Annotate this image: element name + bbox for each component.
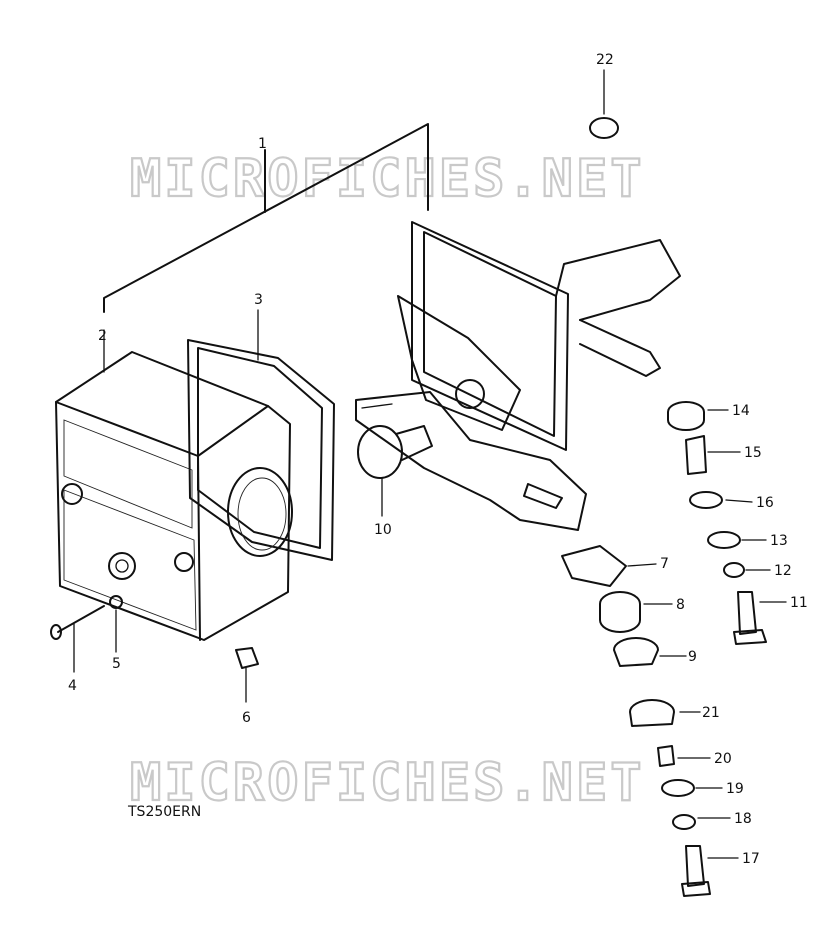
callout-1: 1 xyxy=(258,136,267,152)
callout-13: 13 xyxy=(770,533,788,549)
callout-22: 22 xyxy=(596,52,614,68)
callout-18: 18 xyxy=(734,811,752,827)
callout-17: 17 xyxy=(742,851,760,867)
callout-20: 20 xyxy=(714,751,732,767)
callout-19: 19 xyxy=(726,781,744,797)
callout-12: 12 xyxy=(774,563,792,579)
assembly-bracket xyxy=(103,123,429,313)
hardware-right xyxy=(589,69,767,645)
callout-5: 5 xyxy=(112,656,121,672)
callout-21: 21 xyxy=(702,705,720,721)
tail-light-housing xyxy=(55,329,293,641)
hardware-center xyxy=(561,545,659,667)
callout-11: 11 xyxy=(790,595,808,611)
watermark-top: MICROFICHES.NET xyxy=(130,149,645,209)
callout-3: 3 xyxy=(254,292,263,308)
callout-15: 15 xyxy=(744,445,762,461)
callouts: 1 2 3 4 5 6 7 8 9 10 11 12 13 14 15 16 1… xyxy=(68,52,808,867)
callout-6: 6 xyxy=(242,710,251,726)
screw-and-washer xyxy=(50,595,123,673)
callout-16: 16 xyxy=(756,495,774,511)
watermark-bottom: MICROFICHES.NET xyxy=(130,753,645,813)
leader-lines xyxy=(627,409,787,859)
callout-14: 14 xyxy=(732,403,750,419)
callout-10: 10 xyxy=(374,522,392,538)
callout-2: 2 xyxy=(98,328,107,344)
callout-4: 4 xyxy=(68,678,77,694)
lens-gasket xyxy=(187,309,335,561)
license-bracket xyxy=(355,221,681,531)
callout-8: 8 xyxy=(676,597,685,613)
model-code: TS250ERN xyxy=(127,804,201,820)
callout-7: 7 xyxy=(660,556,669,572)
hardware-lower xyxy=(629,699,711,897)
callout-9: 9 xyxy=(688,649,697,665)
bulb xyxy=(357,425,433,517)
grommet-small xyxy=(235,647,259,703)
